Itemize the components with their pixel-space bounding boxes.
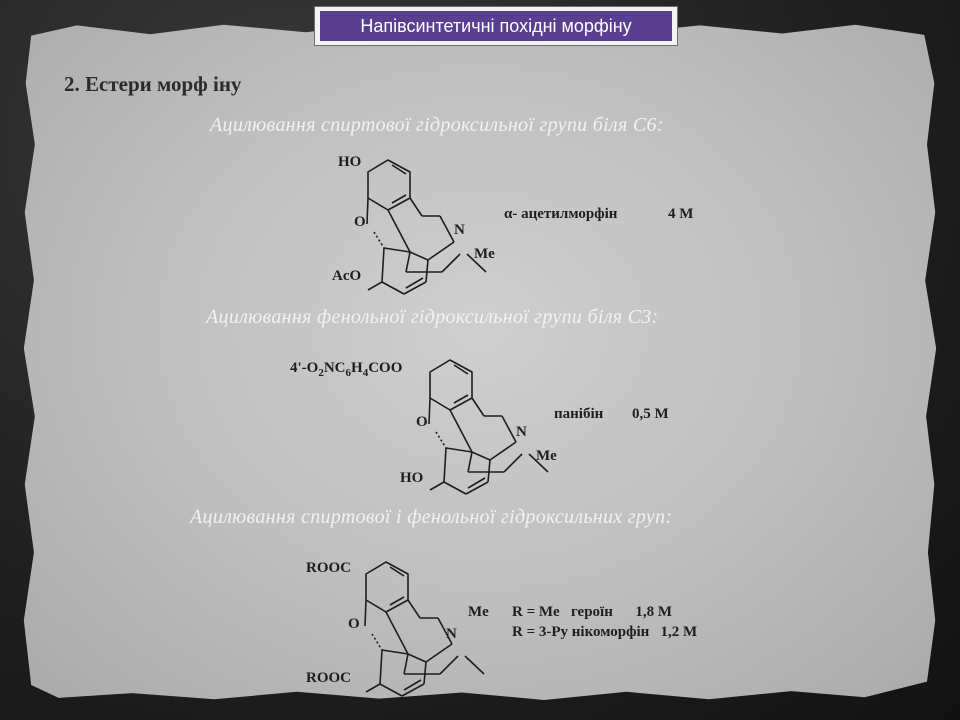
section-heading: 2. Естери морф іну	[64, 72, 242, 96]
s2-bottom-group: HO	[400, 470, 424, 486]
s2-top-group: 4'-O2NC6H4COO	[290, 360, 402, 379]
structure-diester	[364, 561, 485, 697]
s2-methyl: Me	[536, 448, 557, 464]
paper-panel	[23, 23, 937, 700]
s3-methyl: Me	[468, 604, 489, 620]
s2-top-group-text: 4'-O2NC6H4COO	[290, 360, 403, 379]
s2-compound-name: панібін	[554, 406, 604, 422]
s3-ring-oxygen: O	[348, 616, 360, 632]
s1-compound-name: α- ацетилморфін	[504, 206, 618, 222]
subtitle-c3-acylation: Ацилювання фенольної гідроксильної групи…	[206, 306, 659, 328]
s2-nitrogen: N	[516, 424, 527, 440]
s2-ring-oxygen: O	[416, 414, 428, 430]
s2-concentration: 0,5 М	[632, 406, 669, 422]
subtitle-both-acylation: Ацилювання спиртової і фенольної гідрокс…	[190, 506, 673, 528]
s3-top-group: ROOC	[306, 560, 351, 576]
slide-title: Напівсинтетичні похідні морфіну	[320, 11, 672, 41]
s1-top-group: HO	[338, 154, 362, 170]
s3-variant-nicomorphine: R = 3-Py нікоморфін 1,2 М	[512, 624, 698, 640]
s1-methyl: Me	[474, 246, 495, 262]
s3-nitrogen: N	[446, 626, 457, 642]
structure-panibin	[428, 359, 549, 495]
s1-ring-oxygen: O	[354, 214, 366, 230]
title-box: Напівсинтетичні похідні морфіну	[314, 6, 678, 46]
s1-nitrogen: N	[454, 222, 465, 238]
s3-bottom-group: ROOC	[306, 670, 351, 686]
structure-alpha-acetylmorphine	[366, 159, 487, 295]
s1-bottom-group: AcO	[332, 268, 362, 284]
subtitle-c6-acylation: Ацилювання спиртової гідроксильної групи…	[210, 114, 664, 136]
s1-concentration: 4 М	[668, 206, 694, 222]
s3-variant-heroin: R = Me героїн 1,8 М	[512, 604, 673, 620]
